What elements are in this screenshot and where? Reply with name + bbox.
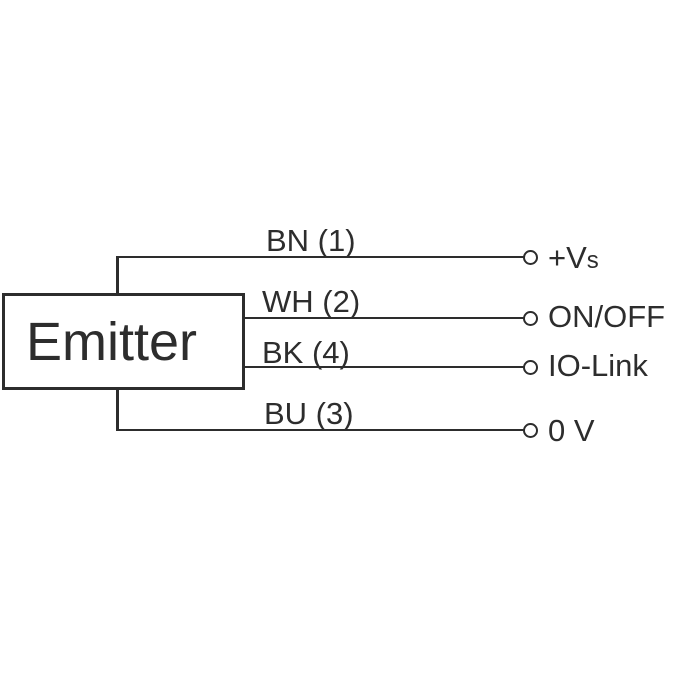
terminal-circle-vs — [523, 249, 538, 265]
wire-label-bu: BU (3) — [264, 396, 354, 431]
wire-bk-segment — [243, 365, 524, 368]
terminal-label-iolink-text: IO-Link — [548, 348, 648, 383]
terminal-circle-onoff — [523, 310, 538, 326]
terminal-label-0v: 0 V — [548, 415, 595, 446]
wire-label-bk: BK (4) — [262, 335, 350, 370]
terminal-label-vs-suffix: s — [586, 247, 599, 274]
terminal-label-iolink: IO-Link — [548, 350, 648, 381]
wire-bn-vertical-segment — [116, 256, 119, 295]
wire-bn-horizontal-segment — [116, 255, 524, 258]
terminal-circle-iolink — [523, 359, 538, 375]
terminal-circle-0v — [523, 422, 538, 438]
emitter-label: Emitter — [25, 311, 198, 372]
wire-bu-vertical-segment — [116, 388, 119, 431]
emitter-box: Emitter — [2, 293, 245, 390]
wire-bu-horizontal-segment — [116, 428, 524, 431]
wire-label-bn: BN (1) — [266, 223, 356, 258]
terminal-label-onoff-text: ON/OFF — [548, 299, 666, 334]
terminal-label-vs-text: +V — [548, 240, 587, 275]
terminal-label-vs: +Vs — [548, 242, 599, 273]
wire-wh-segment — [243, 316, 524, 319]
wire-label-wh: WH (2) — [262, 284, 361, 319]
terminal-label-0v-text: 0 V — [548, 413, 595, 448]
terminal-label-onoff: ON/OFF — [548, 301, 665, 332]
